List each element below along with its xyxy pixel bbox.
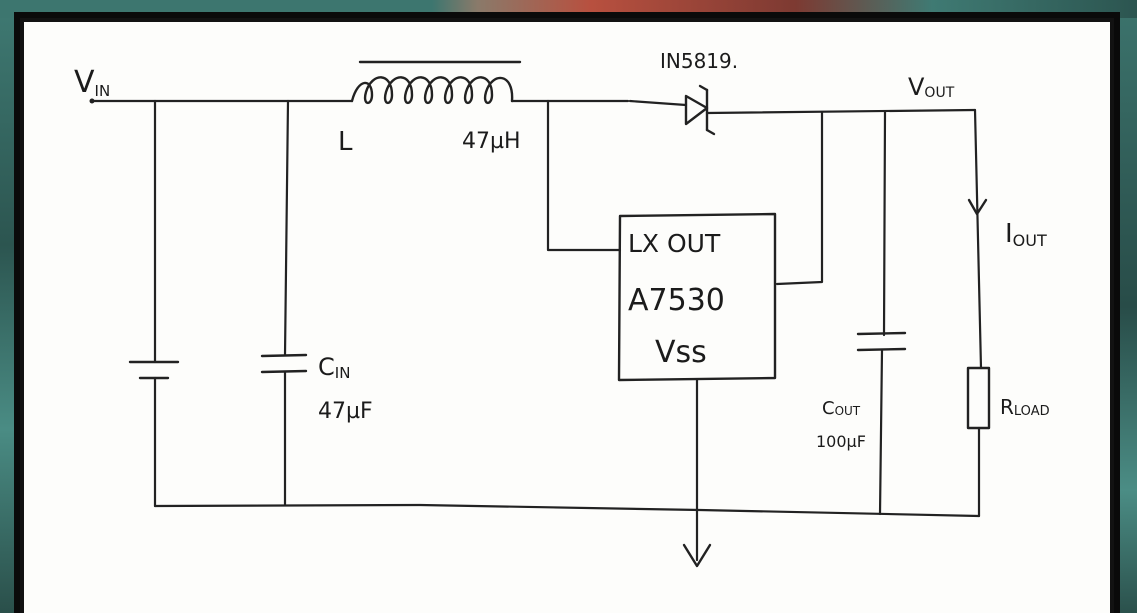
vin-label: VIN bbox=[74, 65, 110, 100]
vout-label: VOUT bbox=[908, 73, 955, 101]
ground-arrow bbox=[682, 543, 712, 568]
wire-rload-top bbox=[973, 108, 983, 370]
inductor-value-label: 47µH bbox=[462, 129, 521, 154]
wire-lx bbox=[546, 99, 622, 252]
ic-part-label: A7530 bbox=[628, 283, 725, 318]
diode bbox=[684, 84, 716, 136]
inductor bbox=[350, 60, 522, 105]
background-left bbox=[0, 0, 16, 613]
rload-label: RLOAD bbox=[1000, 395, 1050, 419]
iout-label: IOUT bbox=[1005, 219, 1047, 250]
ic-vss-label: Vss bbox=[655, 335, 707, 370]
cin-label: CIN bbox=[318, 353, 350, 382]
ic-pins-top: LX OUT bbox=[628, 229, 721, 258]
rload-resistor bbox=[966, 366, 991, 430]
wire-cin-top bbox=[283, 99, 290, 357]
cout-label: COUT bbox=[822, 398, 861, 419]
diode-label: IN5819. bbox=[660, 49, 738, 73]
ic-box bbox=[617, 212, 777, 382]
wire-vout-rail bbox=[705, 108, 977, 115]
cin-plate-top bbox=[260, 353, 308, 358]
cout-plate-top bbox=[856, 331, 907, 336]
wire-ground-rail bbox=[153, 503, 981, 518]
cin-value-label: 47µF bbox=[318, 399, 373, 424]
iout-arrow bbox=[967, 198, 988, 216]
wire-cout-bottom bbox=[878, 348, 884, 516]
inductor-name-label: L bbox=[338, 127, 353, 157]
wire-cout-top bbox=[882, 110, 887, 337]
wire-diode-in bbox=[628, 99, 688, 107]
cout-value-label: 100µF bbox=[816, 432, 866, 451]
wire-out-fb bbox=[775, 110, 824, 286]
cin-plate-bottom bbox=[260, 369, 308, 374]
